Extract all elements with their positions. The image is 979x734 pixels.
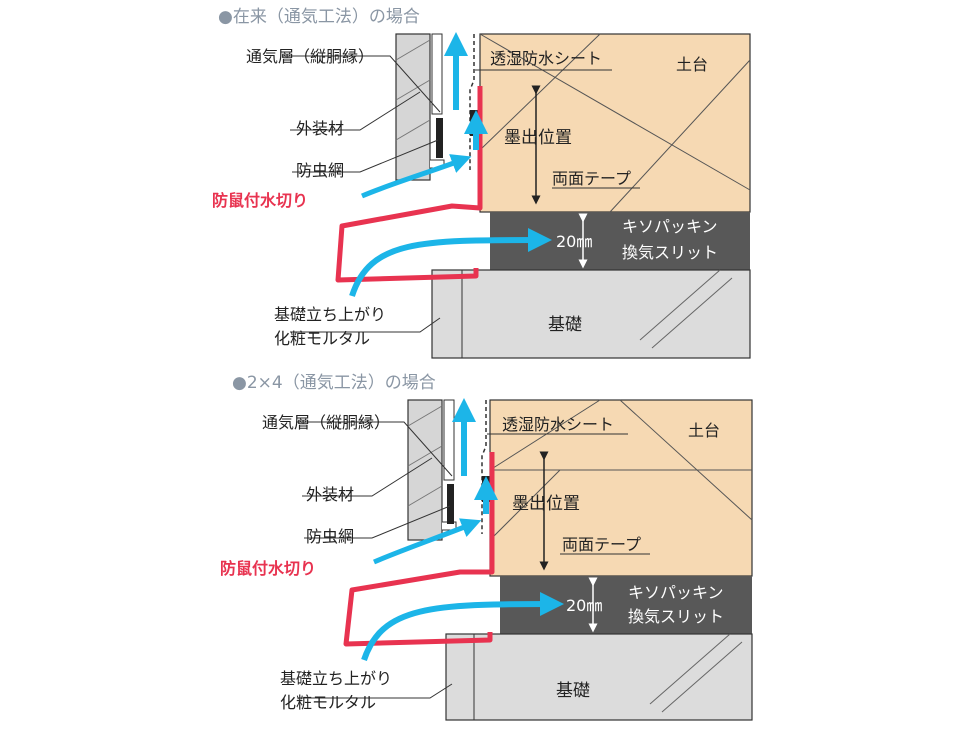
label-packing: キソパッキン	[628, 583, 724, 602]
label-gap: 20㎜	[566, 596, 602, 615]
airflow-into-slit	[349, 228, 552, 297]
batten	[443, 399, 455, 481]
label-ink-line: 墨出位置	[504, 128, 572, 148]
label-foundation-mortar-2: 化粧モルタル	[280, 693, 376, 712]
label-insect-net: 防虫網	[296, 161, 344, 180]
diagram-zairai: ●在来（通気工法）の場合	[212, 7, 751, 359]
airflow-curve-upper	[373, 518, 482, 565]
label-sill: 土台	[676, 55, 708, 74]
batten	[431, 33, 443, 115]
sill-block	[479, 33, 751, 213]
membrane-sheet	[469, 34, 475, 170]
label-foundation-mortar-1: 基礎立ち上がり	[274, 305, 386, 324]
label-air-layer: 通気層（縦胴縁）	[262, 413, 390, 432]
label-cladding: 外装材	[306, 485, 354, 504]
airflow-into-slit	[361, 592, 564, 661]
label-gap: 20㎜	[556, 232, 592, 251]
label-sill: 土台	[688, 421, 720, 440]
airflow-curve-upper	[361, 154, 472, 199]
label-slit: 換気スリット	[622, 243, 718, 262]
label-flashing: 防鼠付水切り	[212, 191, 308, 210]
insect-net	[436, 118, 443, 158]
label-air-layer: 通気層（縦胴縁）	[246, 47, 374, 66]
leader-lines	[282, 55, 640, 333]
diagram-2x4: ●2×4（通気工法）の場合	[220, 373, 753, 721]
label-foundation: 基礎	[548, 315, 582, 335]
flashing-red	[343, 452, 495, 647]
label-tape: 両面テープ	[562, 535, 641, 554]
label-ink-line: 墨出位置	[512, 494, 580, 514]
diagram-title: ●2×4（通気工法）の場合	[232, 373, 436, 393]
label-slit: 換気スリット	[628, 607, 724, 626]
label-foundation-mortar-2: 化粧モルタル	[274, 329, 370, 348]
label-foundation: 基礎	[556, 681, 590, 701]
label-flashing: 防鼠付水切り	[220, 559, 316, 578]
label-sheet: 透湿防水シート	[502, 415, 614, 434]
foundation-block	[445, 633, 753, 721]
label-tape: 両面テープ	[552, 169, 631, 188]
label-foundation-mortar-1: 基礎立ち上がり	[280, 669, 392, 688]
label-sheet: 透湿防水シート	[490, 49, 602, 68]
flashing-red	[335, 86, 483, 283]
label-cladding: 外装材	[296, 119, 344, 138]
label-packing: キソパッキン	[622, 217, 718, 236]
leader-lines	[296, 421, 650, 699]
membrane-sheet	[481, 400, 487, 534]
label-insect-net: 防虫網	[306, 527, 354, 546]
diagram-title: ●在来（通気工法）の場合	[218, 7, 420, 27]
insect-net	[447, 484, 454, 524]
foundation-block	[431, 269, 751, 359]
sill-block	[489, 399, 753, 577]
